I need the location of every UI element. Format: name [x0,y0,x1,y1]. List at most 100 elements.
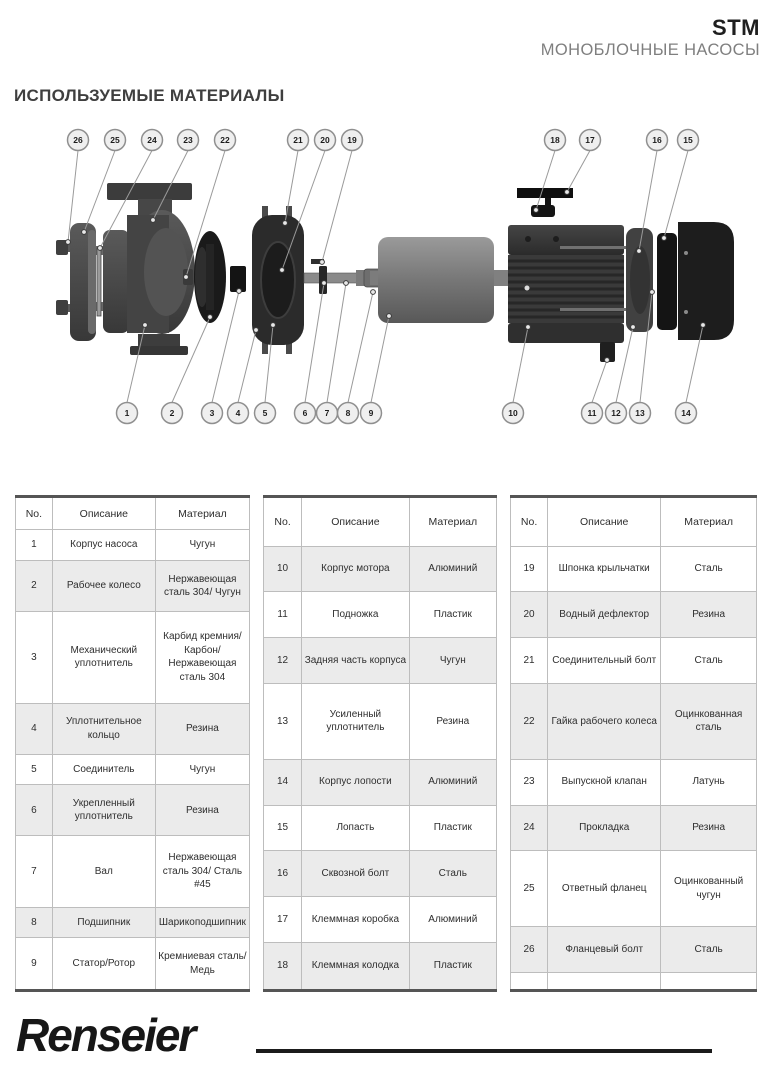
callout-1: 1 [115,322,148,425]
part-number: 18 [262,941,303,992]
part-description: Уплотнительное кольцо [51,702,156,755]
svg-text:21: 21 [293,135,303,145]
part-number: 23 [509,758,549,806]
part-number: 22 [509,682,549,760]
part-description: Водный дефлектор [547,591,662,639]
column-header: Материал [154,495,251,531]
part-description: Корпус мотора [301,545,410,593]
connector-bracket [252,206,304,354]
part-number: 11 [262,591,303,639]
part-material: Алюминий [408,758,498,806]
callout-17: 17 [564,128,602,195]
part-description: Соединитель [51,753,156,786]
svg-text:14: 14 [681,408,691,418]
part-number: 26 [509,926,549,974]
callout-4: 4 [226,327,259,425]
logo-underline [256,1049,712,1053]
svg-text:18: 18 [550,135,560,145]
part-number: 9 [15,937,53,991]
table-row [509,972,757,991]
product-subtitle: МОНОБЛОЧНЫЕ НАСОСЫ [540,41,760,60]
exploded-pump-diagram: 2625242322212019181716151234567891011121… [56,128,734,425]
svg-text:13: 13 [635,408,645,418]
callout-16: 16 [636,128,669,254]
part-number: 25 [509,850,549,928]
callout-8: 8 [336,289,376,425]
column-header: Описание [547,496,662,547]
part-material: Сталь [660,545,757,593]
part-material: Алюминий [408,545,498,593]
part-description: Прокладка [547,804,662,852]
product-name: STM [712,15,760,40]
part-material: Карбид кремния/ Карбон/ Нержавеющая стал… [154,611,251,704]
part-description: Задняя часть корпуса [301,637,410,684]
part-number: 19 [509,545,549,593]
callout-2: 2 [160,314,213,425]
callout-20: 20 [279,128,337,273]
svg-text:5: 5 [263,408,268,418]
column-header: Описание [51,495,156,531]
svg-text:4: 4 [236,408,241,418]
part-description: Шпонка крыльчатки [547,545,662,593]
part-material: Резина [154,784,251,837]
part-material: Пластик [408,591,498,639]
part-description: Статор/Ротор [51,937,156,991]
part-number [509,972,549,991]
part-number: 5 [15,753,53,786]
svg-text:11: 11 [588,408,597,418]
svg-text:15: 15 [683,135,693,145]
svg-text:16: 16 [652,135,662,145]
callout-5: 5 [253,322,277,425]
part-description: Механический уплотнитель [51,611,156,704]
svg-text:22: 22 [220,135,230,145]
callout-19: 19 [319,128,364,265]
part-material: Чугун [154,529,251,562]
svg-text:20: 20 [320,135,330,145]
part-description: Подножка [301,591,410,639]
rear-endbell [626,228,653,332]
svg-text:26: 26 [73,135,83,145]
part-number: 20 [509,591,549,639]
part-material: Чугун [154,753,251,786]
callout-7: 7 [315,280,349,425]
part-number: 17 [262,896,303,943]
callout-26: 26 [65,128,90,245]
svg-text:2: 2 [170,408,175,418]
motor-foot [600,342,615,362]
column-header: No. [15,495,53,531]
column-header: No. [509,496,549,547]
part-number: 1 [15,529,53,562]
brand-block: STM МОНОБЛОЧНЫЕ НАСОСЫ [541,16,760,60]
part-number: 16 [262,850,303,898]
svg-text:17: 17 [585,135,595,145]
svg-text:1: 1 [125,408,130,418]
part-number: 10 [262,545,303,593]
svg-text:3: 3 [210,408,215,418]
part-description: Выпускной клапан [547,758,662,806]
part-number: 21 [509,637,549,684]
part-number: 12 [262,637,303,684]
part-description [547,972,662,991]
part-material: Алюминий [408,896,498,943]
part-material: Сталь [408,850,498,898]
part-number: 4 [15,702,53,755]
svg-text:25: 25 [110,135,120,145]
part-description: Вал [51,835,156,908]
callout-3: 3 [200,288,242,425]
